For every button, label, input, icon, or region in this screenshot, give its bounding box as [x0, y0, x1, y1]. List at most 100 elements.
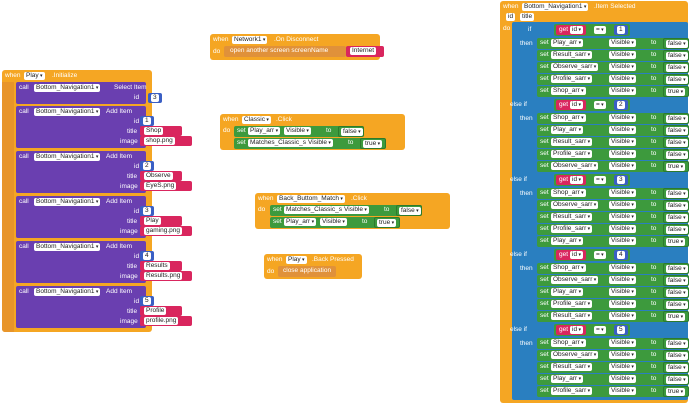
boolean-value[interactable]: false — [399, 207, 421, 215]
set-visible-block[interactable]: set Play_arr Visible to false — [234, 126, 364, 137]
boolean-block[interactable]: false — [663, 188, 689, 199]
boolean-block[interactable]: false — [663, 275, 689, 286]
property-dropdown[interactable]: Visible — [609, 264, 636, 272]
set-visible-block[interactable]: set Play_arr Visible to false — [537, 287, 689, 298]
property-dropdown[interactable]: Visible — [609, 87, 636, 95]
bottom-nav-dropdown[interactable]: Bottom_Navigation1 — [34, 198, 101, 206]
add-item-call[interactable]: call Bottom_Navigation1 Add Item id titl… — [16, 151, 146, 193]
boolean-value[interactable]: false — [666, 376, 688, 384]
component-dropdown[interactable]: Profile_sarr — [551, 300, 593, 308]
boolean-block[interactable]: false — [663, 50, 689, 61]
text-block[interactable]: Internet — [346, 46, 384, 57]
number-block[interactable]: 4 — [140, 251, 154, 261]
set-visible-block[interactable]: set Observe_sarr Visible to true — [537, 161, 689, 172]
component-dropdown[interactable]: Profile_sarr — [551, 387, 593, 395]
set-visible-block[interactable]: set Profile_sarr Visible to true — [537, 386, 689, 397]
boolean-block[interactable]: false — [663, 350, 689, 361]
get-block[interactable]: get id — [556, 250, 586, 260]
variable-dropdown[interactable]: id — [570, 176, 583, 184]
property-dropdown[interactable]: Visible — [609, 162, 636, 170]
boolean-value[interactable]: true — [666, 88, 686, 96]
set-visible-block[interactable]: set Result_sarr Visible to true — [537, 311, 689, 322]
select-item-call[interactable]: call Bottom_Navigation1 Select Item id 3 — [16, 82, 162, 104]
boolean-block[interactable]: true — [360, 138, 386, 149]
param-id[interactable]: id — [506, 13, 516, 21]
boolean-block[interactable]: false — [663, 374, 689, 385]
classic-dropdown[interactable]: Classic — [242, 116, 271, 124]
set-visible-block[interactable]: set Result_sarr Visible to false — [537, 50, 689, 61]
bottom-nav-dropdown[interactable]: Bottom_Navigation1 — [34, 108, 101, 116]
get-block[interactable]: get id — [556, 325, 586, 335]
set-visible-block[interactable]: set Play_arr Visible to false — [537, 374, 689, 385]
get-block[interactable]: get id — [556, 25, 586, 35]
boolean-value[interactable]: false — [666, 340, 688, 348]
boolean-block[interactable]: false — [396, 205, 422, 216]
get-block[interactable]: get id — [556, 100, 586, 110]
component-dropdown[interactable]: Profile_sarr — [551, 225, 593, 233]
boolean-value[interactable]: false — [666, 214, 688, 222]
boolean-value[interactable]: false — [666, 40, 688, 48]
back-bottom-dropdown[interactable]: Back_Buttom_Match — [277, 195, 345, 203]
variable-dropdown[interactable]: id — [570, 101, 583, 109]
component-dropdown[interactable]: Result_sarr — [551, 138, 593, 146]
component-dropdown[interactable]: Shop_arr — [551, 339, 586, 347]
component-dropdown[interactable]: Play_arr — [248, 127, 281, 135]
boolean-value[interactable]: false — [666, 277, 688, 285]
component-dropdown[interactable]: Observe_sarr — [551, 162, 599, 170]
component-dropdown[interactable]: Observe_sarr — [551, 201, 599, 209]
bottom-nav-dropdown[interactable]: Bottom_Navigation1 — [34, 288, 101, 296]
boolean-block[interactable]: false — [663, 362, 689, 373]
property-dropdown[interactable]: Visible — [609, 63, 636, 71]
property-dropdown[interactable]: Visible — [609, 237, 636, 245]
bottom-nav-dropdown[interactable]: Bottom_Navigation1 — [34, 243, 101, 251]
set-visible-block[interactable]: set Play_arr Visible to true — [270, 217, 400, 228]
boolean-value[interactable]: true — [666, 238, 686, 246]
network-disconnect-event[interactable]: when Network1 .On Disconnect do open ano… — [210, 34, 384, 60]
compare-block[interactable]: get id = 3 — [554, 174, 630, 186]
boolean-value[interactable]: true — [666, 388, 686, 396]
component-dropdown[interactable]: Observe_sarr — [551, 351, 599, 359]
boolean-block[interactable]: false — [663, 338, 689, 349]
property-dropdown[interactable]: Visible — [342, 206, 369, 214]
text-block[interactable]: gaming.png — [140, 226, 192, 236]
set-visible-block[interactable]: set Play_arr Visible to false — [537, 38, 689, 49]
get-block[interactable]: get id — [556, 175, 586, 185]
open-screen-block[interactable]: open another screen screenName — [224, 46, 346, 57]
bottom-nav-dropdown[interactable]: Bottom_Navigation1 — [34, 84, 101, 92]
component-dropdown[interactable]: Play_arr — [551, 39, 584, 47]
property-dropdown[interactable]: Visible — [609, 201, 636, 209]
set-visible-block[interactable]: set Result_sarr Visible to false — [537, 137, 689, 148]
network-dropdown[interactable]: Network1 — [232, 36, 268, 44]
component-dropdown[interactable]: Observe_sarr — [551, 63, 599, 71]
add-item-call[interactable]: call Bottom_Navigation1 Add Item id titl… — [16, 106, 146, 148]
set-visible-block[interactable]: set Observe_sarr Visible to false — [537, 275, 689, 286]
set-visible-block[interactable]: set Play_arr Visible to true — [537, 236, 689, 247]
set-visible-block[interactable]: set Shop_arr Visible to false — [537, 263, 689, 274]
operator-dropdown[interactable]: = — [594, 26, 606, 34]
boolean-value[interactable]: true — [363, 140, 383, 148]
set-visible-block[interactable]: set Profile_sarr Visible to false — [537, 74, 689, 85]
property-dropdown[interactable]: Visible — [609, 300, 636, 308]
boolean-block[interactable]: false — [663, 287, 689, 298]
set-visible-block[interactable]: set Shop_arr Visible to false — [537, 113, 689, 124]
close-application-block[interactable]: close application — [278, 266, 336, 277]
boolean-value[interactable]: false — [666, 115, 688, 123]
boolean-block[interactable]: false — [663, 224, 689, 235]
component-dropdown[interactable]: Shop_arr — [551, 189, 586, 197]
boolean-block[interactable]: false — [663, 74, 689, 85]
operator-dropdown[interactable]: = — [594, 176, 606, 184]
set-visible-block[interactable]: set Result_sarr Visible to false — [537, 212, 689, 223]
boolean-value[interactable]: false — [341, 128, 363, 136]
number-block[interactable]: 2 — [614, 100, 628, 110]
boolean-value[interactable]: false — [666, 301, 688, 309]
set-visible-block[interactable]: set Profile_sarr Visible to false — [537, 149, 689, 160]
boolean-block[interactable]: false — [663, 149, 689, 160]
component-dropdown[interactable]: Matches_Classic_sarr — [248, 139, 320, 147]
param-title[interactable]: title — [520, 13, 535, 21]
compare-block[interactable]: get id = 1 — [554, 24, 630, 36]
boolean-value[interactable]: false — [666, 52, 688, 60]
add-item-call[interactable]: call Bottom_Navigation1 Add Item id titl… — [16, 196, 146, 238]
property-dropdown[interactable]: Visible — [609, 75, 636, 83]
number-block[interactable]: 1 — [140, 116, 154, 126]
compare-block[interactable]: get id = 5 — [554, 324, 630, 336]
